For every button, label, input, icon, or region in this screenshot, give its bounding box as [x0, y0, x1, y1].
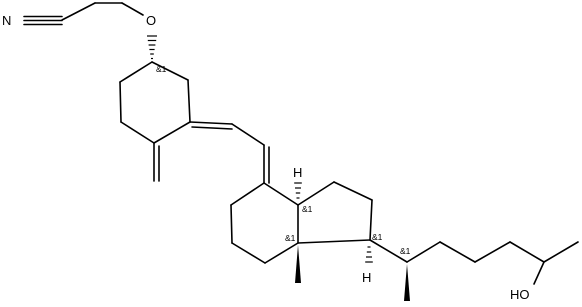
ring-d: [297, 181, 373, 244]
wedge-bond-angular-methyl: [295, 245, 301, 283]
stereo-label-c3: &1: [156, 64, 167, 74]
cyanoethyl-chain: [23, 2, 144, 26]
ring-c: [230, 182, 299, 264]
nitrile-nitrogen-label: N: [2, 13, 11, 28]
hashed-bond-c9-h: [294, 182, 302, 199]
stereo-label-c20: &1: [400, 246, 411, 256]
ether-oxygen-label: O: [146, 13, 156, 28]
stereo-label-c14: &1: [285, 233, 296, 243]
stereo-label-c17: &1: [372, 232, 383, 242]
ring-a: [119, 61, 191, 182]
wedge-bond-c20-methyl: [404, 264, 410, 301]
hashed-bond-c17-h: [365, 246, 373, 263]
triene-linker: [189, 121, 270, 184]
hydroxyl-label: HO: [510, 287, 530, 302]
stereo-label-c8: &1: [302, 204, 313, 214]
side-chain: [369, 239, 579, 285]
hydrogen-label-c9: H: [293, 165, 302, 180]
hashed-bond-c3-o: [147, 35, 157, 60]
hydrogen-label-c17: H: [362, 270, 371, 285]
